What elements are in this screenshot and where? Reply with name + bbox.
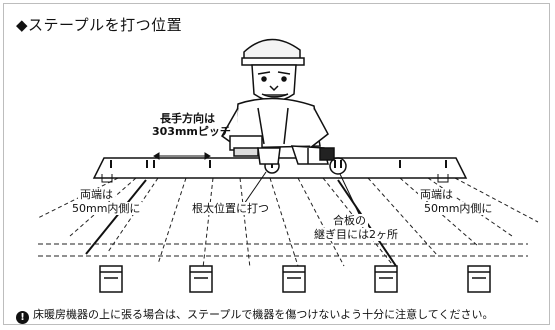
label-plywood-2: 継ぎ目には2ヶ所 bbox=[312, 228, 400, 241]
exclamation-icon: ! bbox=[16, 311, 29, 324]
joist-blocks bbox=[99, 265, 491, 293]
label-pitch: 303mmピッチ bbox=[152, 125, 231, 138]
label-right-edge-1: 両端は bbox=[418, 188, 455, 201]
figure-title: ◆ステープルを打つ位置 bbox=[16, 16, 183, 34]
joist-block-2 bbox=[189, 265, 213, 293]
worker-illustration bbox=[221, 38, 335, 165]
top-plank bbox=[92, 157, 468, 179]
joist-block-3 bbox=[282, 265, 306, 293]
figure-frame: ◆ステープルを打つ位置 bbox=[3, 3, 550, 325]
joist-block-1 bbox=[99, 265, 123, 293]
label-right-edge-2: 50mm内側に bbox=[422, 202, 495, 215]
plywood-seam-left bbox=[85, 179, 147, 255]
label-joist: 根太位置に打つ bbox=[190, 202, 271, 215]
staple-circle-seam bbox=[329, 157, 347, 175]
label-plywood-1: 合板の bbox=[331, 214, 368, 227]
caution-text: 床暖房機器の上に張る場合は、ステープルで機器を傷つけないよう十分に注意してくださ… bbox=[33, 308, 494, 321]
label-left-edge-2: 50mm内側に bbox=[70, 202, 143, 215]
staple-diagram bbox=[37, 38, 539, 293]
caution-note: ! 床暖房機器の上に張る場合は、ステープルで機器を傷つけないよう十分に注意してくだ… bbox=[16, 306, 493, 324]
label-long-direction: 長手方向は bbox=[160, 112, 215, 125]
joist-block-4 bbox=[374, 265, 398, 293]
label-left-edge-1: 両端は bbox=[78, 188, 115, 201]
joist-block-5 bbox=[467, 265, 491, 293]
